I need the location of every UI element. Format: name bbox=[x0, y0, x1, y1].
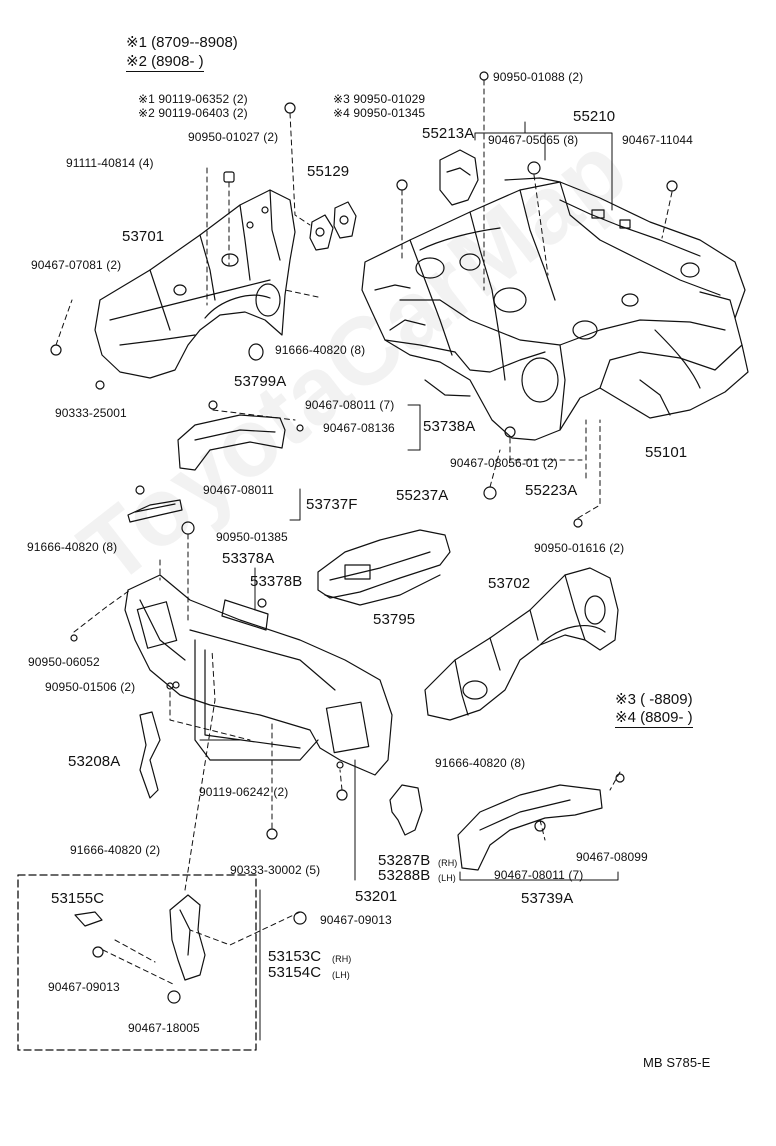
part-label: 53154C bbox=[268, 964, 322, 981]
part-label: 55101 bbox=[645, 444, 688, 461]
legend-note-3: ※3 ( -8809) bbox=[615, 691, 693, 708]
part-label: 90467-08056-01 (2) bbox=[450, 456, 558, 470]
part-label: 53208A bbox=[68, 753, 121, 770]
part-label: 53739A bbox=[521, 890, 574, 907]
part-label: 90467-09013 bbox=[48, 980, 120, 994]
seal-53737F bbox=[127, 499, 183, 523]
bracket-55129 bbox=[309, 201, 357, 251]
part-label: 90333-30002 (5) bbox=[230, 863, 321, 877]
part-label: 91111-40814 (4) bbox=[66, 156, 154, 170]
fasteners bbox=[50, 71, 678, 1004]
part-label: 90950-01027 (2) bbox=[188, 130, 279, 144]
part-label: ※2 90119-06403 (2) bbox=[138, 106, 248, 120]
part-label: 55223A bbox=[525, 482, 578, 499]
part-label: 53155C bbox=[51, 890, 105, 907]
part-label: 53201 bbox=[355, 888, 398, 905]
seal-53738A bbox=[177, 414, 286, 471]
legend-note-2: ※2 (8908- ) bbox=[126, 53, 204, 72]
bracket-53378A bbox=[221, 599, 269, 631]
part-label: 90467-08011 (7) bbox=[494, 868, 584, 882]
grommet-53799A bbox=[248, 343, 264, 361]
part-label: 90467-18005 bbox=[128, 1021, 200, 1035]
part-label: 55237A bbox=[396, 487, 449, 504]
part-label: 90950-06052 bbox=[28, 655, 100, 669]
part-label: 90467-08136 bbox=[323, 421, 395, 435]
part-label: 53738A bbox=[423, 418, 476, 435]
part-label: 53288B bbox=[378, 867, 431, 884]
part-label: (RH) bbox=[438, 858, 458, 868]
legend-note-1: ※1 (8709--8908) bbox=[126, 34, 238, 51]
insulator-55213A bbox=[439, 149, 479, 206]
legend-note-4: ※4 (8809- ) bbox=[615, 709, 693, 728]
part-label: (LH) bbox=[438, 873, 456, 883]
part-label: 90467-09013 bbox=[320, 913, 392, 927]
part-label: 53795 bbox=[373, 611, 416, 628]
part-label: ※4 90950-01345 bbox=[333, 106, 426, 120]
brace-53208A bbox=[139, 711, 161, 799]
bracket-53287B bbox=[389, 784, 423, 836]
part-label: ※3 90950-01029 bbox=[333, 92, 426, 106]
part-label: 90467-05065 (8) bbox=[488, 133, 579, 147]
part-label: 90467-08011 bbox=[203, 483, 274, 497]
diagram-code: MB S785-E bbox=[643, 1055, 711, 1070]
radiator-support-53201 bbox=[124, 574, 393, 776]
detail-box bbox=[17, 874, 257, 1051]
part-label: 53153C bbox=[268, 948, 322, 965]
part-label: 90950-01385 bbox=[216, 530, 288, 544]
reinforcement-53153C bbox=[169, 894, 206, 981]
part-label: 53378B bbox=[250, 573, 303, 590]
part-label: 90950-01506 (2) bbox=[45, 680, 136, 694]
part-label: 91666-40820 (2) bbox=[70, 843, 161, 857]
part-label: 55210 bbox=[573, 108, 616, 125]
part-label: 91666-40820 (8) bbox=[27, 540, 118, 554]
part-label: 91666-40820 (8) bbox=[435, 756, 526, 770]
part-label: 90950-01616 (2) bbox=[534, 541, 625, 555]
cover-53795 bbox=[317, 529, 451, 606]
part-label: 53701 bbox=[122, 228, 165, 245]
part-label: 90467-08011 (7) bbox=[305, 398, 395, 412]
part-label: 90333-25001 bbox=[55, 406, 127, 420]
part-label: 53702 bbox=[488, 575, 531, 592]
part-label: 53799A bbox=[234, 373, 287, 390]
part-label: 55213A bbox=[422, 125, 475, 142]
part-label: 90467-07081 (2) bbox=[31, 258, 122, 272]
seal-53739A bbox=[457, 784, 603, 871]
part-label: 53287B bbox=[378, 852, 431, 869]
part-label: 91666-40820 (8) bbox=[275, 343, 366, 357]
part-label: 90467-08099 bbox=[576, 850, 648, 864]
part-label: 55129 bbox=[307, 163, 350, 180]
fender-apron-53701 bbox=[94, 189, 296, 379]
part-label: (LH) bbox=[332, 970, 350, 980]
bracket-53155C bbox=[74, 911, 103, 927]
dash-panel-55101 bbox=[361, 177, 749, 441]
part-label: 90950-01088 (2) bbox=[493, 70, 584, 84]
part-label: (RH) bbox=[332, 954, 352, 964]
part-label: ※1 90119-06352 (2) bbox=[138, 92, 248, 106]
part-label: 90119-06242 (2) bbox=[199, 785, 289, 799]
fender-apron-53702 bbox=[424, 567, 619, 721]
part-label: 90467-11044 bbox=[622, 133, 693, 147]
part-label: 53378A bbox=[222, 550, 275, 567]
part-label: 53737F bbox=[306, 496, 358, 513]
